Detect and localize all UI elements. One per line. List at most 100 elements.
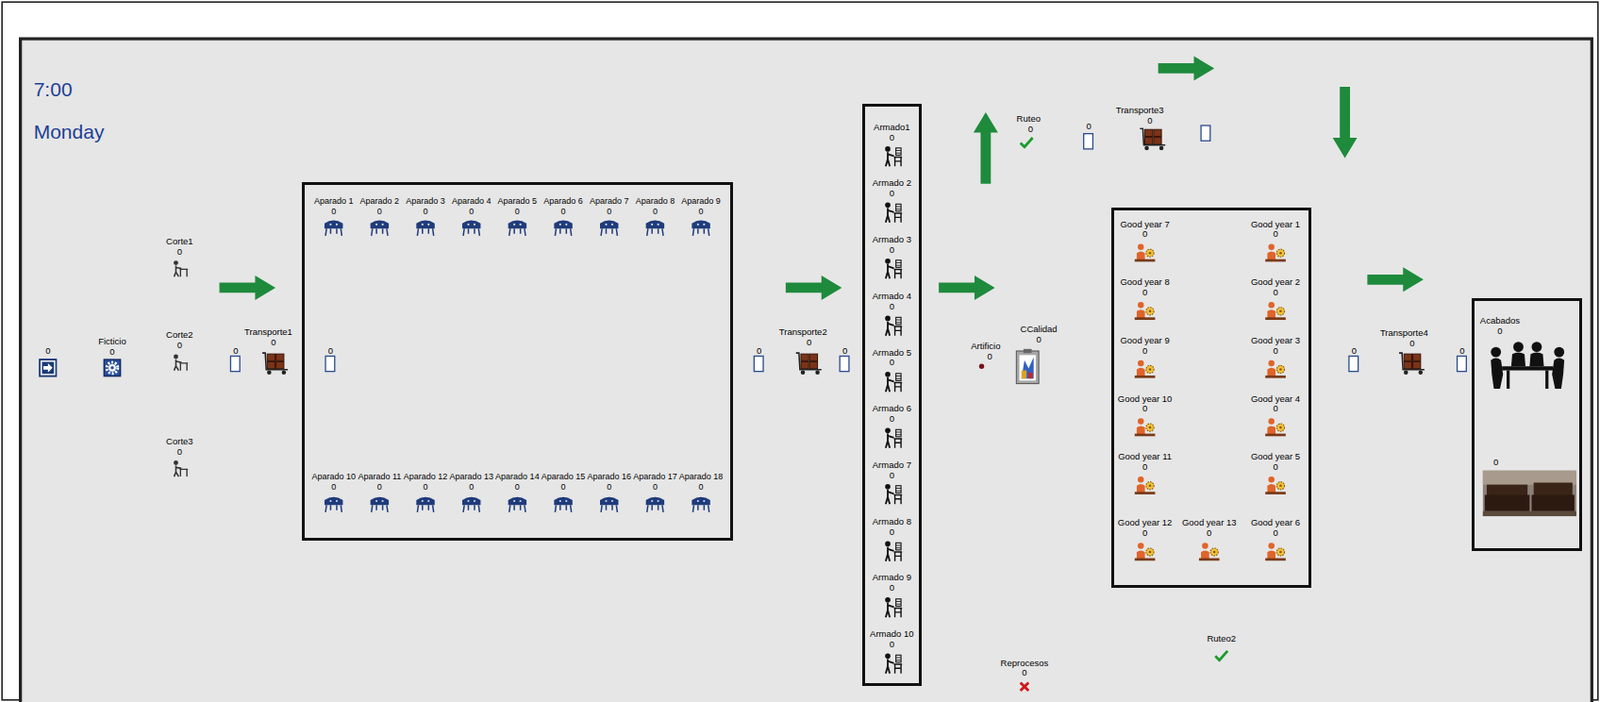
station-name: Good year 2 [1250,277,1300,287]
station-name: Aparado 11 [357,472,401,482]
gear-icon [103,359,121,377]
goodyear-icon [1134,360,1156,379]
count-value: 0 [331,483,336,492]
count-value: 0 [1142,229,1148,239]
location-label: Transporte1 [244,327,293,337]
goodyear-icon [1134,476,1156,495]
station-name: Good year 11 [1117,451,1172,462]
location-label: 0 [806,337,812,348]
location-label: Corte3 [166,436,194,447]
routing-check [1020,137,1034,148]
sewing-icon [646,220,665,236]
station-name: Good year 8 [1119,277,1169,287]
count-value: 0 [1272,287,1278,298]
location-label: 0 [328,346,334,356]
count-value: 0 [699,207,704,217]
station-name: Armado 4 [872,291,912,301]
sewing-icon [553,220,572,236]
entry-icon [39,359,57,377]
cutter-icon [173,260,188,277]
assembly-icon [884,483,902,504]
location-label: 0 [177,247,183,257]
station-name: Aparado 3 [405,197,446,206]
station-name: Good year 7 [1119,219,1169,230]
count-value: 0 [1206,528,1212,538]
station-name: Aparado 9 [681,197,721,206]
station-name: Armado 2 [872,178,912,188]
assembly-icon [884,597,902,617]
goodyear-icon [1265,360,1286,379]
location-label: Corte2 [166,330,194,340]
station-name: Good year 9 [1119,335,1169,346]
count-value: 0 [331,207,336,217]
count-value: 0 [1142,403,1148,414]
station-group: Good year 70Good year 10Good year 80Good… [1111,207,1312,588]
location-label: 0 [1351,346,1357,356]
count-value: 0 [699,483,704,492]
goodyear-icon [1134,417,1156,436]
station-name: Good year 4 [1250,394,1300,404]
sewing-icon [462,497,481,513]
location-label: Ruteo2 [1206,633,1236,644]
assembly-icon [884,316,902,336]
location-label: Reprocesos [1000,658,1050,668]
location-label: 0 [1021,667,1027,678]
sofa-picture [1483,470,1578,517]
assembly-icon [884,371,902,392]
location-label: 0 [177,447,183,457]
queue-icon [1349,355,1359,371]
sewing-icon [324,220,343,236]
count-value: 0 [889,527,895,537]
artificial-dot [979,364,984,369]
location-label: 0 [45,346,50,356]
count-value: 0 [1493,457,1499,467]
sewing-icon [462,220,481,236]
station-name: Aparado 14 [495,472,540,482]
sewing-icon [508,220,527,236]
finishing-icon [1490,341,1565,389]
location-label: 0 [233,346,238,356]
count-value: 0 [1272,528,1278,538]
station-name: Aparado 17 [633,472,678,482]
flow-arrow [219,275,276,300]
location-label: Artificio [970,341,1000,351]
flow-arrow [1158,55,1215,81]
count-value: 0 [1272,346,1278,356]
count-value: 0 [1142,287,1148,298]
count-value: 0 [652,207,658,217]
sewing-icon [370,220,389,236]
cart-icon [796,352,822,375]
station-group: Armado10Armado 20Armado 30Armado 40Armad… [862,103,922,686]
location-label: 0 [1409,338,1415,349]
routing-check [1215,650,1228,661]
cutter-icon [173,354,188,371]
station-name: Aparado 1 [314,197,354,206]
sewing-icon [691,220,710,236]
cart-icon [1139,128,1166,150]
station-name: Aparado 4 [451,197,492,206]
assembly-icon [884,258,902,279]
station-name: Aparado 15 [541,472,586,482]
count-value: 0 [1272,229,1278,239]
count-value: 0 [889,133,895,143]
location-label: 0 [109,347,115,357]
quality-icon [1016,349,1039,384]
clock-text: Monday [33,121,105,142]
station-name: Good year 10 [1117,394,1173,404]
location-label: Transporte4 [1380,328,1429,338]
location-label: 0 [756,346,762,356]
station-group: Acabados00 [1471,298,1583,551]
sewing-icon [646,497,665,513]
assembly-icon [884,202,902,223]
goodyear-icon [1265,243,1286,262]
assembly-icon [884,146,902,167]
station-name: Aparado 10 [311,472,356,482]
station-name: Aparado 7 [589,197,630,206]
station-name: Aparado 16 [586,472,632,482]
flow-arrow [973,112,999,184]
goodyear-icon [1134,301,1156,320]
count-value: 0 [423,207,429,217]
count-value: 0 [652,483,658,492]
goodyear-icon [1134,243,1156,262]
goodyear-icon [1199,542,1220,561]
